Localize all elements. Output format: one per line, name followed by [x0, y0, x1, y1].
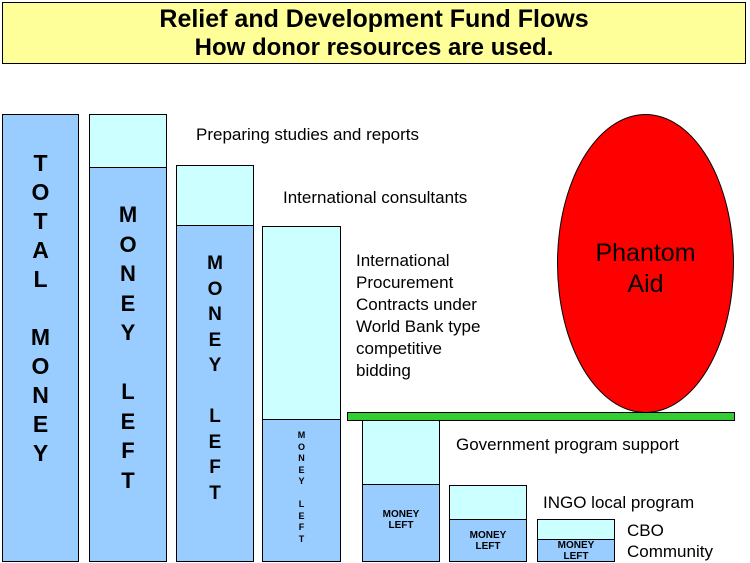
title-line-2: How donor resources are used.	[194, 34, 554, 61]
studies-spent-block	[89, 114, 167, 168]
consultants-spent-block	[176, 165, 254, 226]
money-left-label-6: MONEY LEFT	[469, 530, 507, 552]
money-left-column-7: MONEY LEFT	[537, 539, 615, 562]
phantom-aid-ellipse: Phantom Aid	[557, 114, 734, 413]
money-left-label-3: M O N E Y L E F T	[207, 253, 223, 504]
total-money-label: T O T A L M O N E Y	[30, 150, 51, 466]
money-left-column-4: M O N E Y L E F T	[262, 419, 341, 562]
total-money-column: T O T A L M O N E Y	[2, 114, 79, 562]
title-banner: Relief and Development Fund Flows How do…	[2, 2, 746, 64]
procurement-label: International Procurement Contracts unde…	[356, 251, 481, 380]
money-left-column-5: MONEY LEFT	[362, 484, 440, 562]
money-left-column-3: M O N E Y L E F T	[176, 225, 254, 562]
studies-label: Preparing studies and reports	[196, 125, 420, 144]
ingo-spent-block	[449, 485, 527, 520]
phantom-aid-label: Phantom Aid	[595, 239, 696, 298]
money-left-column-6: MONEY LEFT	[449, 519, 527, 562]
money-left-label-5: MONEY LEFT	[382, 509, 420, 531]
money-left-column-2: M O N E Y L E F T	[89, 167, 167, 562]
ground-bar	[347, 412, 735, 421]
procurement-spent-block	[262, 226, 341, 420]
government-label: Government program support	[456, 435, 679, 454]
title-line-1: Relief and Development Fund Flows	[159, 5, 589, 33]
consultants-label: International consultants	[283, 188, 468, 207]
money-left-label-4: M O N E Y L E F T	[297, 430, 306, 544]
money-left-label-7: MONEY LEFT	[557, 540, 595, 562]
government-spent-block	[362, 418, 440, 485]
ingo-label: INGO local program	[543, 493, 695, 512]
cbo-spent-block	[537, 519, 615, 540]
money-left-label-2: M O N E Y L E F T	[118, 202, 138, 493]
cbo-label: CBO Community	[627, 521, 713, 561]
